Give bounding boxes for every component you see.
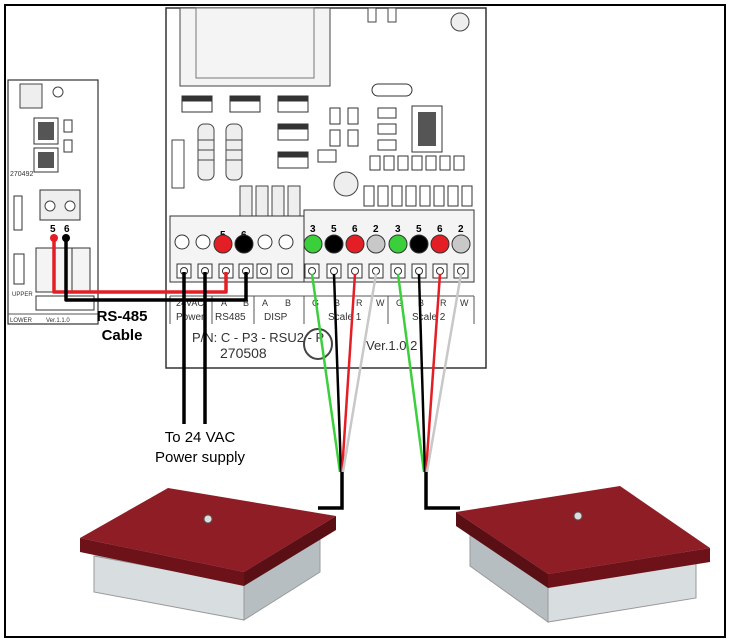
rs485-red-wire bbox=[52, 236, 228, 294]
rs485-label-line1: RS-485 bbox=[96, 308, 148, 325]
power-pin-label: 24VAC bbox=[176, 298, 204, 308]
terminal-pin-hole bbox=[281, 267, 289, 275]
terminal-wire-color bbox=[388, 234, 408, 254]
rs485-cable-label: RS-485 Cable bbox=[92, 307, 152, 345]
terminal-pin-hole bbox=[415, 267, 423, 275]
terminal-wire-color bbox=[430, 234, 450, 254]
crystal bbox=[371, 83, 413, 97]
diodes bbox=[181, 95, 309, 169]
capacitor bbox=[333, 171, 359, 197]
rs485-black-wire bbox=[64, 236, 248, 302]
terminal-wire-color bbox=[451, 234, 471, 254]
scale-2-wires bbox=[396, 273, 463, 510]
terminal-number: 2 bbox=[373, 224, 379, 235]
power-label-line1: To 24 VAC bbox=[164, 429, 236, 446]
ic-chip bbox=[411, 105, 443, 153]
terminal-wire-color bbox=[213, 234, 233, 254]
group-scale-1: Scale 1 bbox=[328, 312, 362, 323]
display-upper-label: UPPER bbox=[12, 292, 33, 298]
terminal-number: 2 bbox=[458, 224, 464, 235]
terminal-screws bbox=[174, 234, 294, 250]
terminal-pin-hole bbox=[351, 267, 359, 275]
display-term-5: 5 bbox=[50, 224, 56, 235]
scale-1-wires bbox=[310, 273, 378, 510]
power-supply-label: To 24 VAC Power supply bbox=[140, 428, 260, 468]
terminal-number: 3 bbox=[310, 224, 316, 235]
scale-1 bbox=[80, 488, 336, 621]
disp-pin-a: A bbox=[262, 298, 268, 308]
scale1-pin-w: W bbox=[376, 298, 385, 308]
display-red-terminal bbox=[50, 234, 58, 242]
terminal-wire-color bbox=[409, 234, 429, 254]
group-power: Power bbox=[176, 312, 205, 323]
terminal-wire-color bbox=[234, 234, 254, 254]
rs485-pin-a: A bbox=[221, 298, 227, 308]
resistors bbox=[171, 123, 301, 221]
terminal-number: 5 bbox=[416, 224, 422, 235]
board-version: Ver.1.0.2 bbox=[366, 338, 417, 353]
terminal-number: 6 bbox=[352, 224, 358, 235]
scale-2 bbox=[456, 486, 710, 623]
power-wires bbox=[182, 272, 207, 424]
terminal-pin-hole bbox=[330, 267, 338, 275]
scale2-pin-w: W bbox=[460, 298, 469, 308]
scale2-pin-r: R bbox=[440, 298, 447, 308]
terminal-pin-row bbox=[176, 263, 469, 279]
group-scale-2: Scale 2 bbox=[412, 312, 446, 323]
terminal-wire-color bbox=[345, 234, 365, 254]
terminal-wire-color bbox=[303, 234, 323, 254]
power-label-line2: Power supply bbox=[154, 449, 246, 466]
group-rs485: RS485 bbox=[215, 312, 246, 323]
scale2-pin-g: G bbox=[396, 298, 403, 308]
group-disp: DISP bbox=[264, 312, 288, 323]
display-version: Ver.1.1.0 bbox=[46, 318, 70, 324]
rs485-cable bbox=[52, 236, 248, 302]
terminal-pin-hole bbox=[436, 267, 444, 275]
transformer bbox=[179, 7, 331, 87]
terminal-number: 5 bbox=[331, 224, 337, 235]
terminal-pin-hole bbox=[308, 267, 316, 275]
terminal-number: 6 bbox=[437, 224, 443, 235]
display-term-6: 6 bbox=[64, 224, 70, 235]
display-board-id: 270492 bbox=[10, 171, 33, 178]
disp-pin-b: B bbox=[285, 298, 291, 308]
terminal-pin-hole bbox=[260, 267, 268, 275]
display-lower-label: LOWER bbox=[10, 318, 33, 324]
rs485-pin-b: B bbox=[243, 298, 249, 308]
part-number: P/N: C - P3 - RSU2 - P bbox=[192, 330, 324, 345]
terminal-wire-color bbox=[366, 234, 386, 254]
scale1-pin-b: B bbox=[334, 298, 340, 308]
rs485-label-line2: Cable bbox=[101, 327, 143, 344]
terminal-wire-color bbox=[324, 234, 344, 254]
terminal-number: 3 bbox=[395, 224, 401, 235]
terminal-pin-hole bbox=[457, 267, 465, 275]
terminal-pin-hole bbox=[394, 267, 402, 275]
main-board bbox=[165, 7, 487, 369]
smd-components bbox=[317, 107, 473, 207]
scale1-pin-r: R bbox=[356, 298, 363, 308]
board-serial: 270508 bbox=[220, 345, 267, 361]
display-black-terminal bbox=[62, 234, 70, 242]
terminal-pin-hole bbox=[372, 267, 380, 275]
